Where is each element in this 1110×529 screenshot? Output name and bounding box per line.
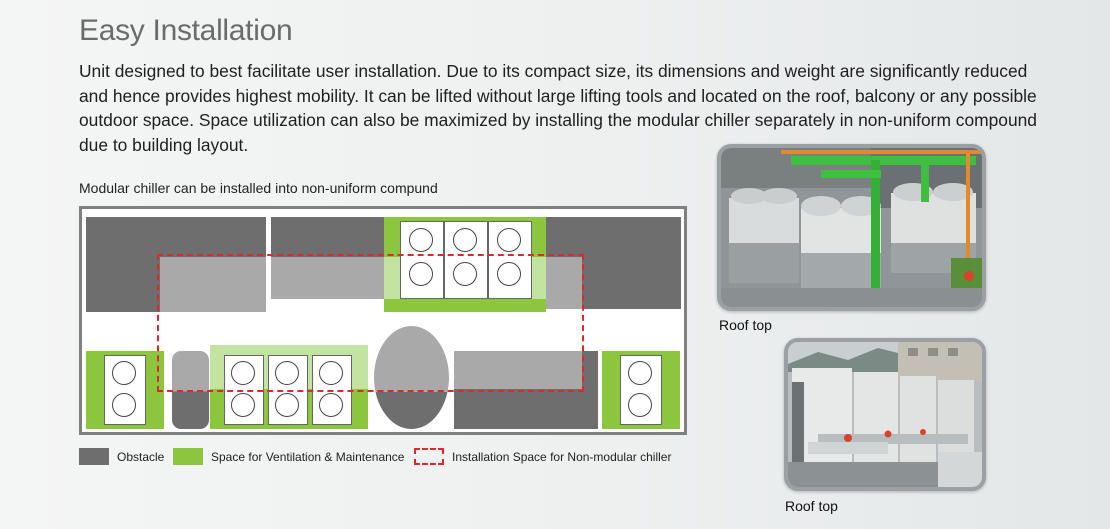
- legend-ventilation-label: Space for Ventilation & Maintenance: [211, 449, 405, 464]
- fan-icon: [453, 262, 477, 286]
- fan-icon: [275, 393, 299, 417]
- fan-icon: [231, 361, 255, 385]
- obstacle-bottom-right: [454, 389, 598, 429]
- chiller-unit: [224, 355, 264, 425]
- obstacle-bottom-right-edge: [582, 351, 598, 391]
- fan-icon: [497, 228, 521, 252]
- legend-installation: Installation Space for Non-modular chill…: [414, 448, 671, 465]
- legend-obstacle-swatch: [79, 448, 109, 465]
- obstacle-pill: [172, 351, 209, 429]
- fan-icon: [453, 228, 477, 252]
- fan-icon: [112, 393, 136, 417]
- fan-icon: [275, 361, 299, 385]
- legend-obstacle: Obstacle: [79, 448, 164, 465]
- obstacle-bottom-right-inside: [454, 351, 582, 389]
- fan-icon: [409, 262, 433, 286]
- diagram-caption: Modular chiller can be installed into no…: [79, 180, 438, 196]
- legend-obstacle-label: Obstacle: [117, 449, 165, 464]
- chiller-unit: [104, 355, 146, 425]
- intro-paragraph: Unit designed to best facilitate user in…: [79, 61, 1037, 155]
- photo-caption-1: Roof top: [719, 317, 772, 333]
- fan-icon: [628, 393, 652, 417]
- installation-diagram: [79, 206, 687, 435]
- chiller-unit: [620, 355, 662, 425]
- chiller-unit: [268, 355, 308, 425]
- legend-ventilation-swatch: [173, 448, 203, 465]
- obstacle-inside-middle: [271, 257, 385, 299]
- legend-ventilation: Space for Ventilation & Maintenance: [173, 448, 404, 465]
- chiller-unit: [400, 221, 444, 299]
- page-title: Easy Installation: [79, 14, 293, 47]
- fan-icon: [628, 361, 652, 385]
- obstacle-oval: [374, 326, 449, 429]
- legend-installation-label: Installation Space for Non-modular chill…: [452, 449, 672, 464]
- obstacle-inside-right: [545, 257, 582, 309]
- chiller-unit: [488, 221, 532, 299]
- fan-icon: [409, 228, 433, 252]
- photo-roof-top-1: [717, 144, 986, 311]
- chiller-unit: [312, 355, 352, 425]
- fan-icon: [497, 262, 521, 286]
- fan-icon: [319, 361, 343, 385]
- chiller-unit: [444, 221, 488, 299]
- fan-icon: [112, 361, 136, 385]
- fan-icon: [319, 393, 343, 417]
- fan-icon: [231, 393, 255, 417]
- photo-caption-2: Roof top: [785, 498, 838, 514]
- photo-roof-top-2: [784, 338, 986, 491]
- legend-installation-swatch: [414, 448, 444, 465]
- obstacle-inside-left: [160, 257, 266, 312]
